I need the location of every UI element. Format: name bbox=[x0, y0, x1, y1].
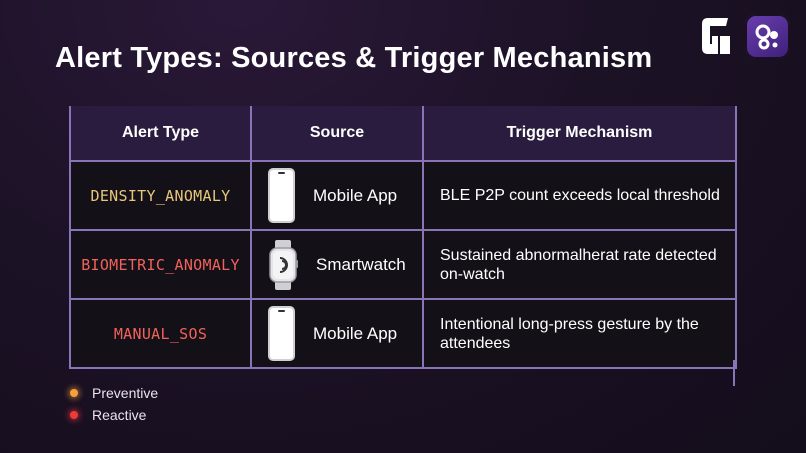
table-row: BIOMETRIC_ANOMALY Smartwatch bbox=[69, 229, 737, 300]
phone-icon bbox=[268, 306, 295, 361]
header-trigger: Trigger Mechanism bbox=[422, 106, 737, 161]
alert-type-cell: DENSITY_ANOMALY bbox=[69, 160, 252, 231]
legend-item-reactive: Reactive bbox=[70, 404, 158, 426]
legend-dot-icon bbox=[70, 389, 78, 397]
header-source: Source bbox=[250, 106, 424, 161]
legend-item-preventive: Preventive bbox=[70, 382, 158, 404]
source-label: Mobile App bbox=[313, 185, 398, 205]
trigger-cell: BLE P2P count exceeds local threshold bbox=[422, 160, 737, 231]
phone-icon bbox=[268, 168, 295, 223]
trigger-cell: Sustained abnormalherat rate detected on… bbox=[422, 229, 737, 300]
table-row: MANUAL_SOS Mobile App Intentional long-p… bbox=[69, 298, 737, 369]
alert-type-cell: BIOMETRIC_ANOMALY bbox=[69, 229, 252, 300]
legend-label: Reactive bbox=[92, 407, 147, 423]
source-label: Mobile App bbox=[313, 323, 398, 343]
app-logo-icon bbox=[755, 24, 778, 49]
g-logo-icon bbox=[702, 18, 730, 54]
alert-type-cell: MANUAL_SOS bbox=[69, 298, 252, 369]
table-header-row: Alert Type Source Trigger Mechanism bbox=[69, 106, 737, 161]
app-badge-icon bbox=[745, 14, 790, 59]
trigger-cell: Intentional long-press gesture by the at… bbox=[422, 298, 737, 369]
source-cell: Mobile App bbox=[250, 298, 424, 369]
table-edge-accent bbox=[733, 360, 735, 386]
smartwatch-icon bbox=[269, 239, 298, 290]
legend-label: Preventive bbox=[92, 385, 159, 401]
legend: Preventive Reactive bbox=[70, 382, 158, 426]
source-label: Smartwatch bbox=[316, 254, 406, 274]
source-cell: Smartwatch bbox=[250, 229, 424, 300]
legend-dot-icon bbox=[70, 411, 78, 419]
table-row: DENSITY_ANOMALY Mobile App BLE P2P count… bbox=[69, 160, 737, 231]
header-alert-type: Alert Type bbox=[69, 106, 252, 161]
slide-title: Alert Types: Sources & Trigger Mechanism bbox=[55, 42, 653, 74]
source-cell: Mobile App bbox=[250, 160, 424, 231]
alert-types-table: Alert Type Source Trigger Mechanism DENS… bbox=[69, 106, 737, 386]
